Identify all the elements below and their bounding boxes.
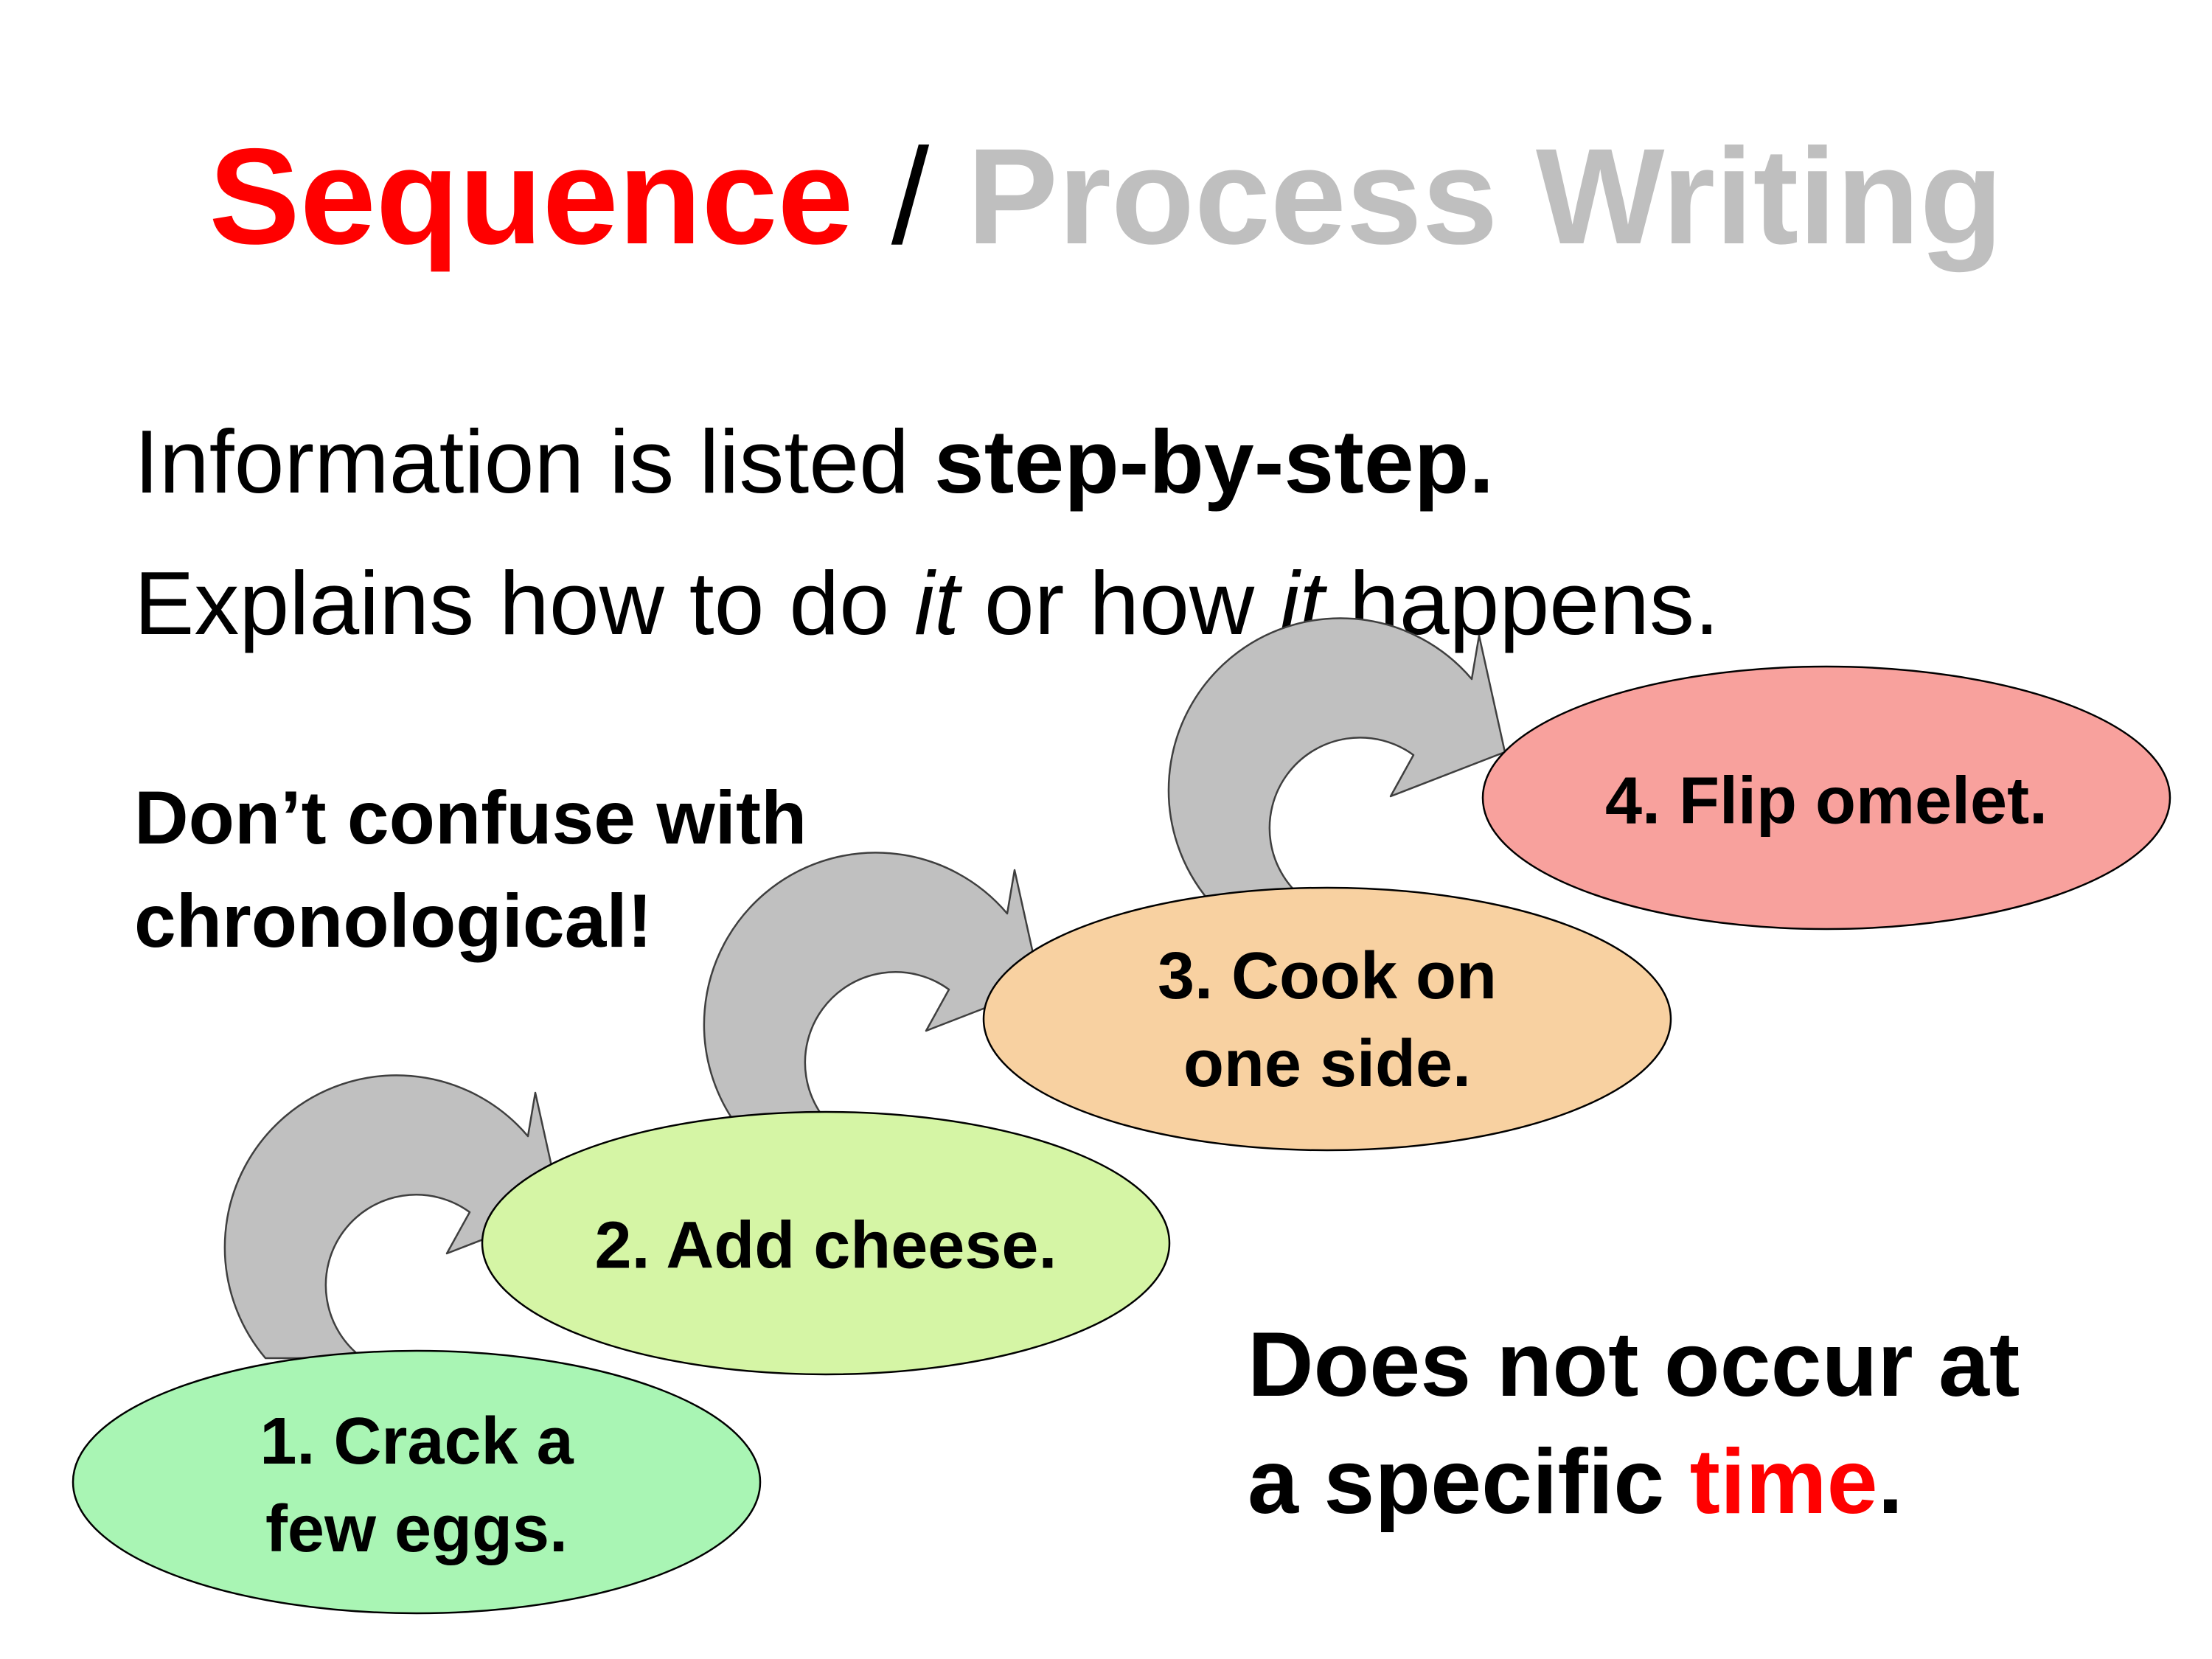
step-4-ellipse (1481, 665, 2171, 931)
title-process-writing: Process Writing (967, 121, 2003, 273)
curved-arrow-2 (703, 852, 1042, 1137)
slide-title: Sequence / Process Writing (0, 129, 2212, 265)
step-4-line-1: 4. Flip omelet. (1604, 764, 2048, 838)
body-line-1-bold: step-by-step. (933, 411, 1495, 512)
step-3-line-1: 3. Cook on (1157, 939, 1498, 1014)
body-line-2-italic-1: it (914, 553, 959, 653)
step-2-line-1: 2. Add cheese. (594, 1208, 1057, 1283)
conclusion-text: Does not occur at a specific time. (1248, 1307, 2020, 1540)
curved-arrow-1 (223, 1074, 563, 1360)
note-line-2: chronological! (134, 878, 653, 963)
conclusion-highlight-time: time (1689, 1430, 1878, 1533)
step-1-label: 1. Crack a few eggs. (260, 1398, 573, 1573)
step-4-label: 4. Flip omelet. (1605, 758, 2048, 846)
chronological-note: Don’t confuse with chronological! (134, 767, 807, 973)
curved-arrow-3 (1167, 617, 1506, 902)
body-line-1: Information is listed step-by-step. (134, 417, 1494, 507)
note-line-1: Don’t confuse with (134, 776, 807, 860)
conclusion-suffix: . (1877, 1430, 1904, 1533)
body-line-2-text-b: or how (959, 553, 1279, 653)
body-line-1-text: Information is listed (134, 411, 934, 512)
body-line-2-text-a: Explains how to do (134, 553, 914, 653)
body-line-2: Explains how to do it or how it happens. (134, 558, 1719, 648)
title-sequence: Sequence (209, 121, 854, 273)
step-3-line-2: one side. (1183, 1027, 1472, 1101)
step-1-line-1: 1. Crack a (260, 1405, 574, 1479)
step-1-line-2: few eggs. (265, 1492, 568, 1566)
conclusion-prefix: a specific (1248, 1430, 1690, 1533)
step-2-label: 2. Add cheese. (595, 1203, 1057, 1290)
step-2-ellipse (481, 1110, 1171, 1376)
step-3-ellipse (982, 886, 1672, 1152)
step-1-ellipse (72, 1349, 762, 1615)
step-3-label: 3. Cook on one side. (1158, 933, 1497, 1108)
conclusion-line-2: a specific time. (1248, 1424, 2020, 1541)
conclusion-line-1: Does not occur at (1248, 1314, 2020, 1416)
title-separator: / (853, 121, 967, 273)
